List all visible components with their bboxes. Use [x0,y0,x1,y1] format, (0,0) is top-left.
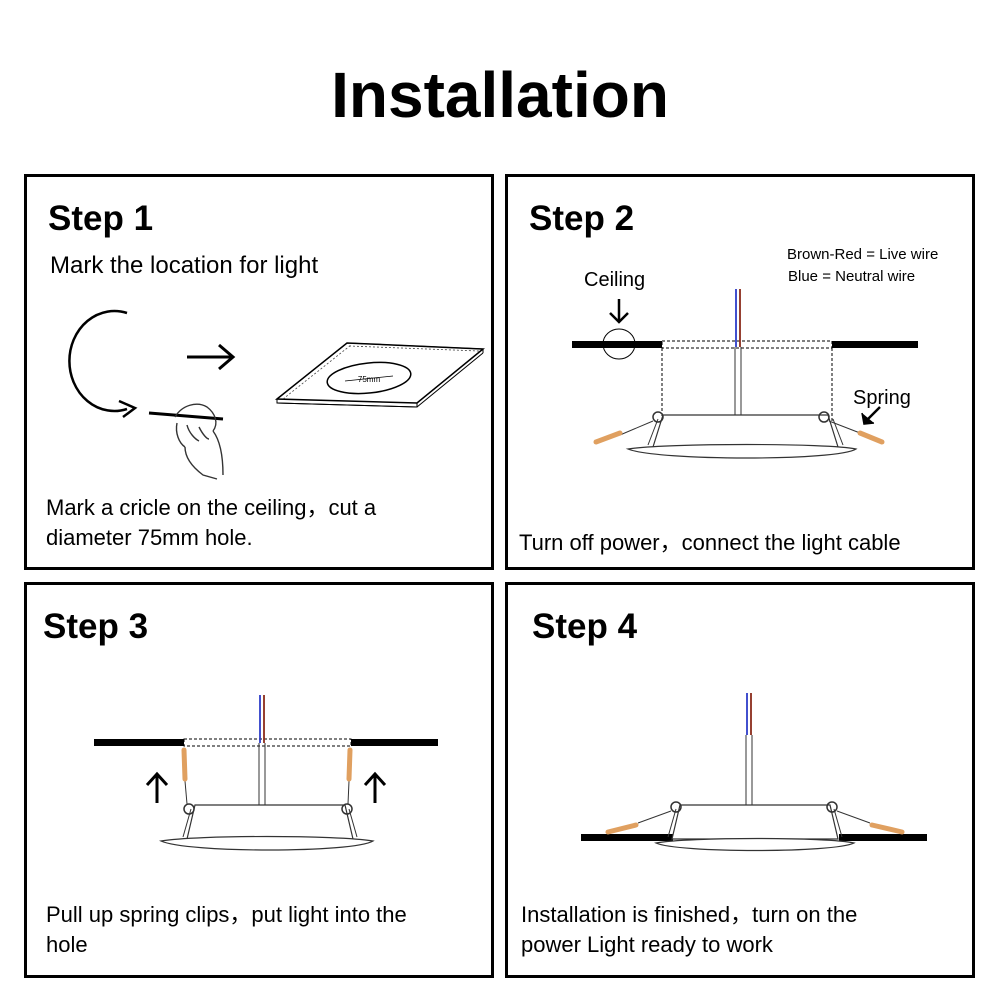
step-3-caption-line2: hole [46,932,88,957]
spring-clip-right [826,801,905,835]
spring-label: Spring [853,387,911,409]
step-1-heading: Step 1 [48,199,154,238]
step-4-illustration [581,693,927,852]
step-1-subtitle: Mark the location for light [50,252,319,279]
step-1-caption-line2: diameter 75mm hole. [46,525,253,550]
ceiling-left-bar [572,341,662,348]
ceiling-label: Ceiling [584,269,646,291]
hole-diameter-label: 75mm [358,375,381,384]
spring-clip-right [818,411,885,445]
ceiling-board-icon: 75mm [274,342,485,408]
downlight-fixture [654,804,856,852]
step-2-caption: Turn off power，connect the light cable [519,530,901,555]
ceiling-highlight-circle [602,328,636,360]
spring-clip-left [605,801,682,835]
spring-clip-right [341,747,353,815]
ceiling-hole-outline [183,738,352,747]
step-1-caption-line1: Mark a cricle on the ceiling，cut a [46,495,377,520]
ceiling-left-bar [94,739,184,746]
spring-clip-left [593,411,664,445]
downlight-fixture [625,414,858,459]
step-4-panel: Step 4 Installation is finished，turn on … [505,582,975,978]
ceiling-hole-outline [661,340,833,349]
step-1-illustration: 75mm [68,309,485,480]
ceiling-right-bar [351,739,438,746]
wire-legend-neutral: Blue = Neutral wire [788,268,916,285]
ceiling-left-bar [581,834,673,841]
right-arrow-icon [187,343,236,371]
down-arrow-icon [609,299,629,324]
ceiling-right-bar [832,341,918,348]
step-4-caption-line1: Installation is finished，turn on the [521,902,858,927]
rotation-arrowhead [118,399,138,418]
ceiling-right-bar [839,834,927,841]
up-arrow-left-icon [145,771,169,803]
rotation-arrow-icon [68,309,128,413]
step-4-heading: Step 4 [532,607,638,646]
page-title: Installation [331,59,669,131]
spring-pointer-arrow-icon [861,406,881,425]
downlight-fixture [158,804,375,851]
step-4-caption-line2: power Light ready to work [521,932,773,957]
step-2-heading: Step 2 [529,199,635,238]
step-2-panel: Step 2 Brown-Red = Live wire Blue = Neut… [505,174,975,570]
step-3-panel: Step 3 [24,582,494,978]
up-arrow-right-icon [363,771,387,803]
hand-pen-icon [148,403,224,480]
step-3-caption-line1: Pull up spring clips，put light into the [46,902,407,927]
step-2-illustration [572,289,918,459]
step-3-illustration [94,695,438,851]
step-3-heading: Step 3 [43,607,149,646]
step-1-panel: Step 1 Mark the location for light [24,174,494,570]
spring-clip-left [181,747,195,815]
wire-legend-live: Brown-Red = Live wire [787,246,939,263]
